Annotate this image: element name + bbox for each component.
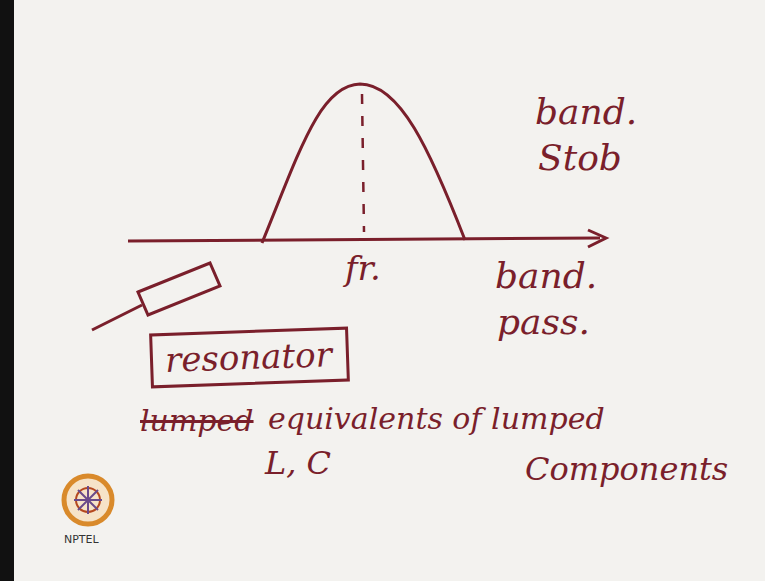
handwritten-note: band.	[535, 92, 637, 132]
handwritten-note: equivalents of lumped	[268, 402, 605, 435]
frequency-axis	[128, 238, 600, 241]
bandpass-curve	[262, 84, 465, 243]
handwritten-note: lumped	[140, 404, 254, 437]
handwritten-note: Components	[525, 452, 728, 487]
handwritten-note: pass.	[497, 302, 590, 342]
stub-symbol	[138, 263, 220, 315]
node-text: resonator	[164, 336, 334, 379]
axis-arrowhead	[588, 230, 606, 247]
resonator-box: resonator	[149, 327, 350, 389]
stub-lead	[92, 305, 142, 330]
handwritten-note: band.	[495, 256, 597, 296]
nptel-logo	[64, 476, 112, 524]
logo-text: NPTEL	[64, 534, 99, 546]
frame-edge	[0, 0, 14, 581]
center-line	[362, 94, 364, 232]
handwritten-note: fr.	[345, 250, 381, 287]
handwritten-note: Stob	[538, 138, 622, 178]
handwritten-note: L, C	[265, 446, 331, 481]
